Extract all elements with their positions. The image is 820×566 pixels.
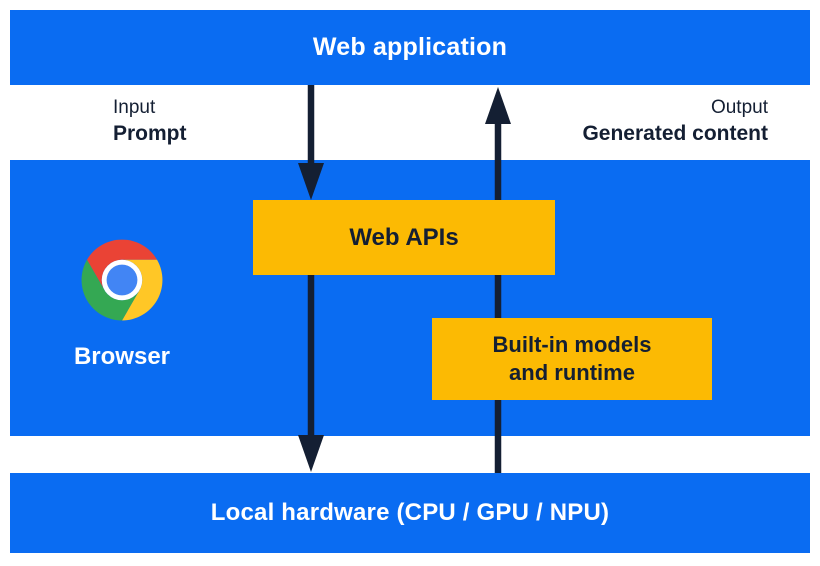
- web-application-bar: Web application: [10, 10, 810, 85]
- chrome-logo-icon: [81, 239, 163, 321]
- input-value-prompt: Prompt: [113, 122, 187, 145]
- builtin-models-box: Built-in models and runtime: [432, 318, 712, 400]
- builtin-models-label-line1: Built-in models: [492, 332, 652, 357]
- input-label-group: Input Prompt: [113, 96, 187, 146]
- browser-label: Browser: [73, 343, 171, 370]
- output-caption: Output: [710, 97, 768, 118]
- output-label-group: Output Generated content: [582, 96, 768, 146]
- output-value-generated-content: Generated content: [582, 122, 768, 145]
- web-apis-label: Web APIs: [349, 223, 459, 251]
- builtin-models-label-line2: and runtime: [509, 360, 635, 385]
- local-hardware-bar: Local hardware (CPU / GPU / NPU): [10, 473, 810, 553]
- web-application-label: Web application: [312, 33, 508, 61]
- input-caption: Input: [113, 97, 156, 118]
- local-hardware-label: Local hardware (CPU / GPU / NPU): [210, 499, 610, 526]
- web-apis-box: Web APIs: [253, 200, 555, 275]
